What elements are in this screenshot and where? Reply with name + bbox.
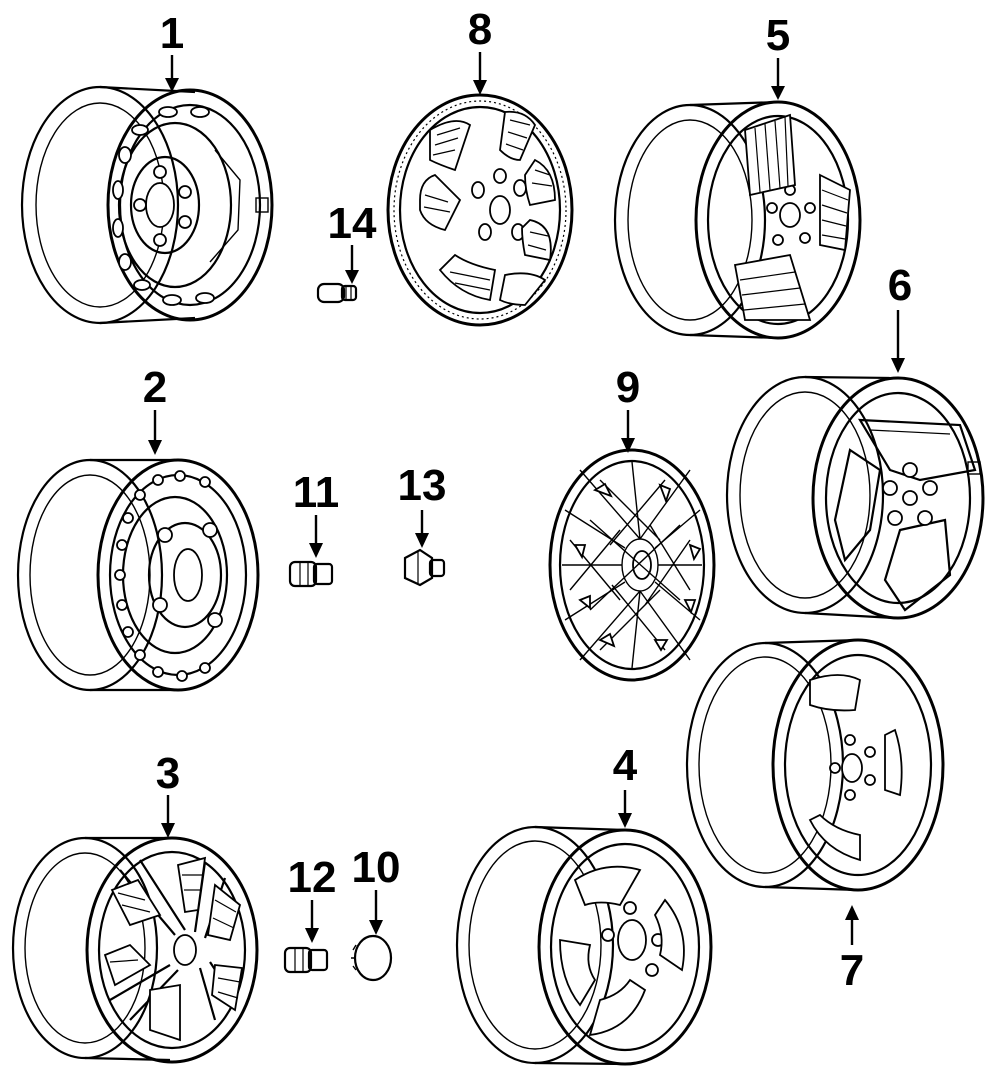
callout-8: 8 — [468, 5, 492, 54]
part-12-lug-nut: 12 — [285, 853, 336, 972]
callout-14: 14 — [328, 199, 377, 248]
lug-pattern — [883, 463, 937, 525]
callout-5: 5 — [766, 11, 790, 60]
callout-1: 1 — [160, 9, 184, 58]
part-4-turbine-wheel: 4 — [457, 741, 711, 1064]
wire-spokes — [562, 462, 702, 668]
callout-4: 4 — [613, 741, 638, 790]
part-13-wheel-nut: 13 — [398, 461, 447, 585]
part-9-wire-wheel-cover: 9 — [550, 363, 714, 680]
part-11-lug-nut: 11 — [290, 468, 339, 586]
part-1-steel-wheel: 1 — [22, 9, 272, 323]
part-5-rectangular-slot-wheel: 5 — [615, 11, 860, 338]
callout-6: 6 — [888, 261, 912, 310]
part-14-valve-stem: 14 — [318, 199, 377, 302]
callout-7: 7 — [840, 946, 864, 995]
callout-11: 11 — [293, 468, 340, 517]
callout-10: 10 — [352, 843, 401, 892]
part-2-steel-wheel: 2 — [18, 363, 258, 690]
part-3-twin-spoke-wheel: 3 — [13, 749, 257, 1062]
callout-13: 13 — [398, 461, 447, 510]
part-10-center-cap: 10 — [351, 843, 400, 980]
part-7-window-wheel: 7 — [687, 640, 943, 995]
callout-3: 3 — [156, 749, 180, 798]
callout-12: 12 — [288, 853, 337, 902]
callout-2: 2 — [143, 363, 167, 412]
part-8-slotted-wheel: 8 — [388, 5, 572, 325]
callout-9: 9 — [616, 363, 640, 412]
